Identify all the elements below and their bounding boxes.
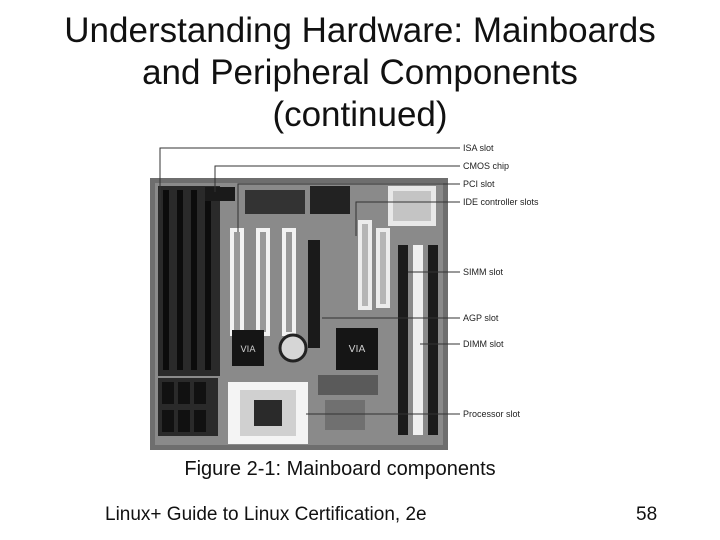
mainboard-photo: VIA VIA (150, 178, 448, 450)
title-line-2: and Peripheral Components (142, 53, 578, 92)
svg-text:VIA: VIA (349, 344, 366, 355)
title-line-1: Understanding Hardware: Mainboards (64, 11, 656, 50)
footer-text: Linux+ Guide to Linux Certification, 2e (105, 504, 427, 525)
slide-title: Understanding Hardware: Mainboards and P… (0, 10, 720, 136)
svg-text:VIA: VIA (241, 345, 257, 355)
label-cmos-chip: CMOS chip (463, 161, 509, 171)
label-agp-slot: AGP slot (463, 313, 499, 323)
label-pci-slot: PCI slot (463, 179, 495, 189)
label-ide-controller-slots: IDE controller slots (463, 197, 539, 207)
label-simm-slot: SIMM slot (463, 267, 504, 277)
figure-caption: Figure 2-1: Mainboard components (184, 458, 496, 480)
label-isa-slot: ISA slot (463, 143, 494, 153)
callout-lines (159, 147, 460, 415)
label-dimm-slot: DIMM slot (463, 339, 504, 349)
page-number: 58 (636, 504, 658, 525)
component-labels: ISA slot CMOS chip PCI slot IDE controll… (463, 143, 539, 419)
label-processor-slot: Processor slot (463, 409, 521, 419)
title-line-3: (continued) (272, 95, 448, 134)
